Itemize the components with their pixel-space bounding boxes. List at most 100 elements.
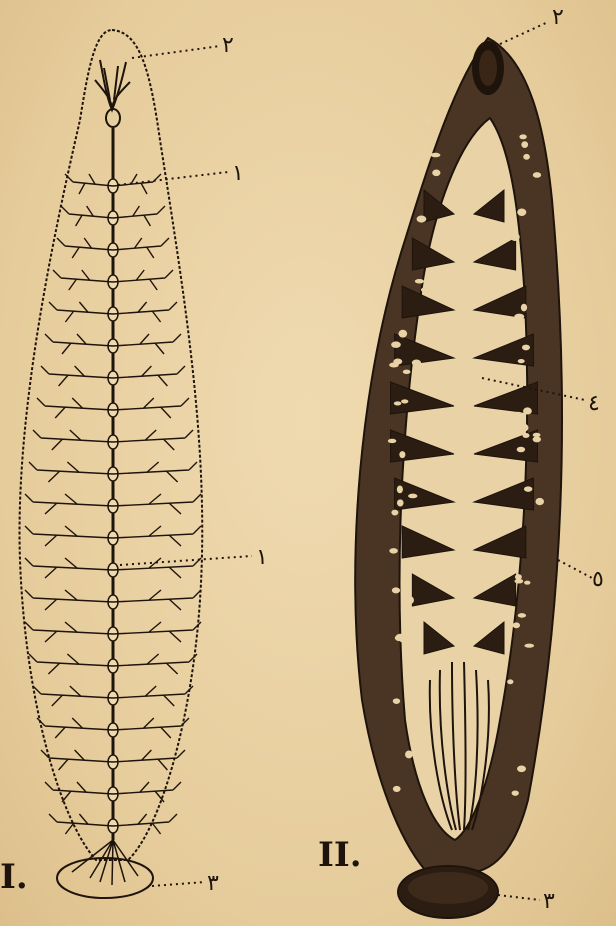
figure-1-label: I.	[0, 857, 28, 897]
lateral-nerve	[25, 558, 113, 578]
texture-dot	[521, 304, 527, 312]
texture-dot	[399, 635, 407, 643]
texture-dot	[522, 345, 530, 351]
lateral-nerve	[113, 334, 181, 354]
figure-2-sucker-disc	[408, 872, 488, 904]
texture-dot	[517, 447, 525, 453]
texture-dot	[533, 172, 541, 178]
texture-dot	[513, 622, 520, 628]
lateral-nerve	[33, 430, 113, 450]
texture-dot	[393, 359, 402, 365]
texture-dot	[409, 557, 419, 563]
texture-dot	[535, 498, 544, 505]
texture-dot	[402, 624, 412, 629]
texture-dot	[397, 499, 404, 506]
texture-dot	[507, 679, 513, 684]
texture-dot	[407, 596, 414, 604]
lateral-nerve	[113, 366, 185, 386]
texture-dot	[524, 581, 530, 585]
lateral-nerve	[41, 366, 113, 386]
lateral-nerve	[45, 334, 113, 354]
lateral-nerve	[113, 782, 181, 802]
texture-dot	[408, 643, 416, 649]
texture-dot	[512, 790, 519, 795]
lateral-nerve	[45, 782, 113, 802]
texture-dot	[397, 485, 403, 493]
texture-dot	[388, 439, 396, 443]
texture-dot	[517, 209, 526, 216]
figure-2-callout-c: ٥	[592, 567, 604, 592]
texture-dot	[391, 510, 398, 516]
figure-2-label: II.	[318, 835, 362, 875]
figure-1-head-ganglion	[95, 60, 130, 110]
texture-dot	[405, 664, 411, 670]
lateral-nerve	[113, 174, 161, 194]
texture-dot	[431, 153, 441, 157]
lateral-nerve	[61, 206, 113, 226]
texture-dot	[513, 412, 523, 419]
lateral-nerve	[25, 590, 113, 610]
lateral-nerve	[113, 494, 201, 514]
figure-1-callout-c: ١	[256, 545, 268, 570]
lateral-nerve	[113, 590, 201, 610]
lateral-nerve	[113, 526, 201, 546]
lateral-nerve	[113, 206, 165, 226]
texture-dot	[398, 330, 407, 338]
figure-1-callout-a: ٢	[222, 33, 234, 58]
figure-1-callout-d: ٣	[207, 871, 219, 896]
texture-dot	[405, 611, 414, 618]
texture-dot	[408, 494, 417, 499]
texture-dot	[523, 154, 530, 160]
lateral-nerve	[25, 494, 113, 514]
texture-dot	[424, 118, 430, 124]
texture-dot	[394, 401, 402, 405]
lateral-nerve	[113, 398, 189, 418]
texture-dot	[393, 698, 400, 704]
texture-dot	[521, 141, 528, 148]
lateral-nerve	[113, 270, 173, 290]
figure-1-cerebral-ganglion	[106, 109, 120, 127]
texture-dot	[514, 579, 523, 584]
figure-1-nervous-system	[20, 30, 203, 898]
texture-dot	[389, 548, 398, 553]
lateral-nerve	[113, 238, 169, 258]
lateral-nerve	[53, 270, 113, 290]
lateral-nerve	[113, 686, 193, 706]
lateral-nerve	[113, 462, 197, 482]
texture-dot	[392, 587, 400, 593]
texture-dot	[523, 407, 532, 414]
figure-2-callout-d: ٣	[543, 889, 555, 914]
lateral-nerve	[41, 750, 113, 770]
texture-dot	[403, 370, 411, 374]
figure-1-callout-b: ١	[232, 161, 244, 186]
lateral-nerve	[29, 462, 113, 482]
lateral-nerve	[49, 302, 113, 322]
lateral-nerve	[113, 814, 177, 834]
texture-dot	[510, 233, 519, 241]
texture-dot	[514, 513, 522, 520]
texture-dot	[413, 166, 420, 170]
lateral-nerve	[57, 238, 113, 258]
texture-dot	[514, 314, 524, 320]
texture-dot	[405, 751, 413, 759]
texture-dot	[417, 216, 427, 223]
texture-dot	[517, 766, 526, 773]
lateral-nerve	[25, 622, 113, 642]
figure-2-callout-b: ٤	[588, 391, 600, 416]
lateral-nerve	[113, 302, 177, 322]
texture-dot	[524, 486, 532, 492]
texture-dot	[401, 399, 408, 403]
texture-dot	[415, 154, 423, 158]
lateral-nerve	[49, 814, 113, 834]
lateral-nerve	[113, 622, 201, 642]
texture-dot	[391, 341, 401, 347]
texture-dot	[411, 673, 418, 677]
lateral-nerve	[37, 718, 113, 738]
texture-dot	[520, 424, 528, 432]
texture-dot	[432, 170, 440, 177]
texture-dot	[524, 644, 534, 648]
texture-dot	[412, 360, 421, 366]
lateral-nerve	[25, 526, 113, 546]
